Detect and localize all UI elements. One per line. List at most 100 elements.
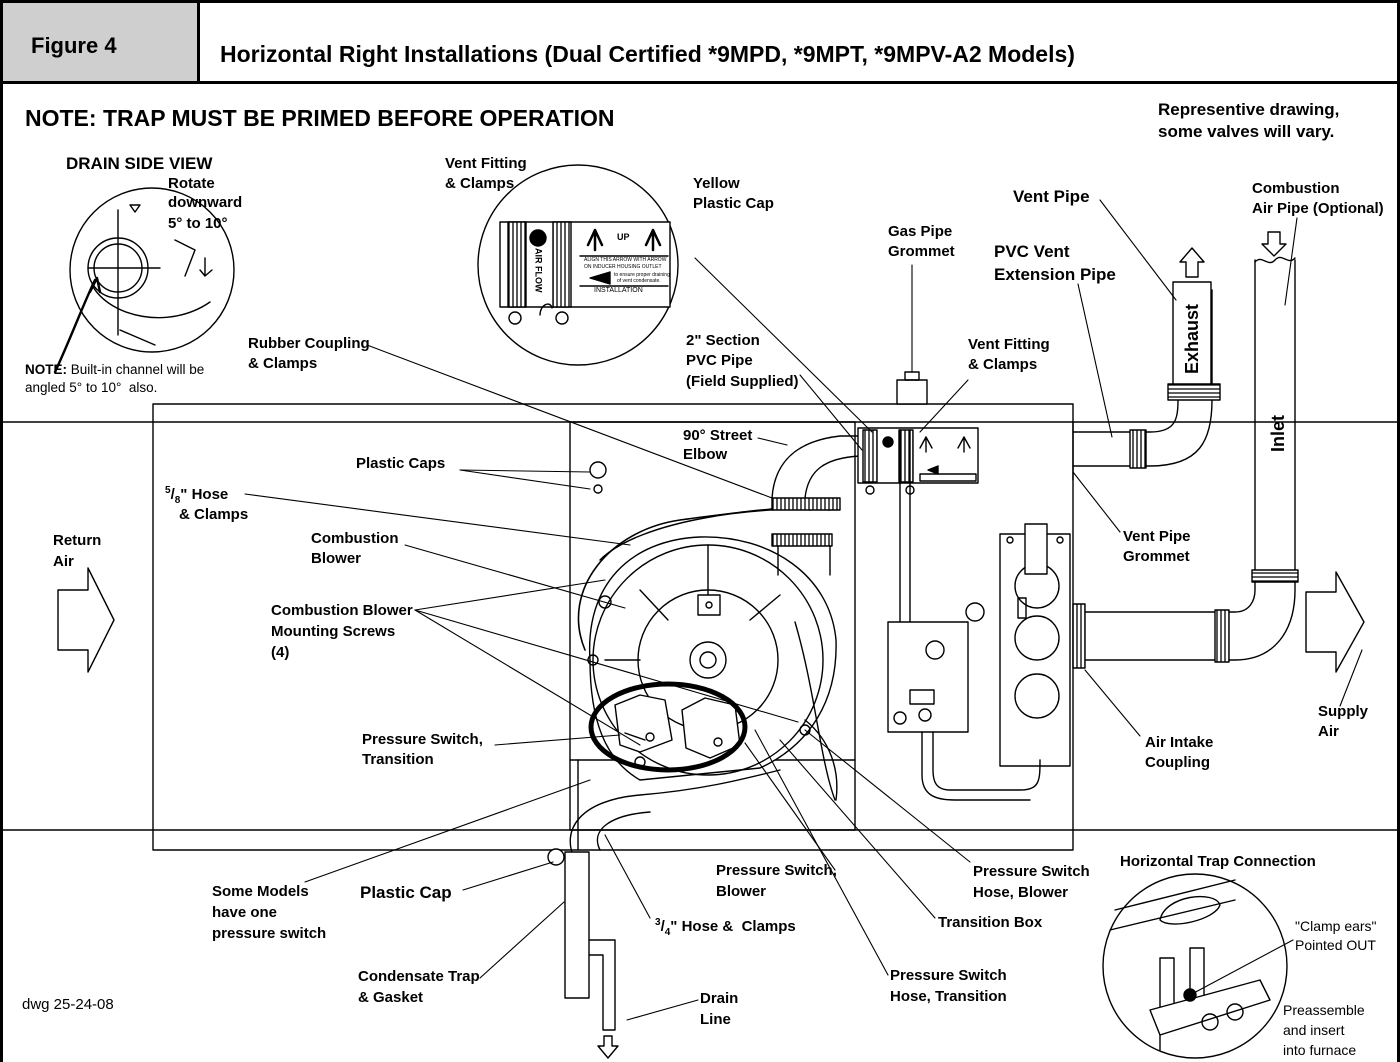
- trap-priming-note: NOTE: TRAP MUST BE PRIMED BEFORE OPERATI…: [25, 105, 615, 131]
- label-vent-grommet-2: Grommet: [1123, 548, 1190, 565]
- label-plastic-caps: Plastic Caps: [356, 455, 446, 472]
- label-vent-fitting-mid-2: & Clamps: [968, 356, 1038, 373]
- drain-side-view: [53, 187, 235, 374]
- label-mounting-screws-2: Mounting Screws: [271, 623, 396, 640]
- label-horizontal-trap: Horizontal Trap Connection: [1120, 853, 1316, 870]
- label-ps-hose-blower-1: Pressure Switch: [973, 863, 1090, 880]
- label-some-models-3: pressure switch: [212, 925, 327, 942]
- label-combustion-blower-2: Blower: [311, 550, 362, 567]
- vent-pipe-exhaust: [1072, 247, 1221, 481]
- label-ps-transition-2: Transition: [362, 751, 434, 768]
- label-2in-section-1: 2" Section: [686, 332, 760, 349]
- label-vent-fitting-mid-1: Vent Fitting: [968, 336, 1050, 353]
- label-vent-fitting-top-2: & Clamps: [445, 175, 515, 192]
- label-street-elbow-1: 90° Street: [683, 427, 753, 444]
- figure-number-tab: Figure 4: [0, 0, 200, 84]
- vent-detail-installation: INSTALLATION: [594, 287, 643, 294]
- drain-side-view-title: DRAIN SIDE VIEW: [66, 154, 213, 173]
- note-text: Built-in channel will be: [67, 362, 205, 377]
- label-ps-hose-transition-1: Pressure Switch: [890, 967, 1007, 984]
- leader-lines: [244, 199, 1363, 1021]
- hose-34-rest: " Hose & Clamps: [670, 918, 796, 935]
- label-ps-blower-1: Pressure Switch,: [716, 862, 837, 879]
- label-vent-pipe: Vent Pipe: [1013, 187, 1090, 206]
- vent-detail-align: ALIGN THIS ARROW WITH ARROW: [584, 257, 667, 263]
- label-gas-grommet-2: Grommet: [888, 243, 955, 260]
- label-2in-section-3: (Field Supplied): [686, 373, 799, 390]
- representative-drawing-line2: some valves will vary.: [1158, 122, 1335, 141]
- vent-detail-inducer: ON INDUCER HOUSING OUTLET: [584, 264, 662, 270]
- label-2in-section-2: PVC Pipe: [686, 352, 753, 369]
- label-transition-box: Transition Box: [938, 914, 1043, 931]
- label-ps-hose-transition-2: Hose, Transition: [890, 988, 1007, 1005]
- gas-valve: [887, 429, 1041, 801]
- return-air-arrow: [57, 567, 115, 673]
- label-supply-air-2: Air: [1318, 723, 1339, 740]
- hose-three-quarter: [569, 769, 781, 861]
- rotate-label-line2: downward: [168, 194, 243, 211]
- label-yellow-cap-2: Plastic Cap: [693, 195, 774, 212]
- label-clamp-ears-1: "Clamp ears": [1295, 918, 1377, 934]
- label-drain-line-2: Line: [700, 1011, 731, 1028]
- label-rubber-coupling-2: & Clamps: [248, 355, 318, 372]
- label-combustion-blower-1: Combustion: [311, 530, 399, 547]
- label-inlet: Inlet: [1268, 414, 1288, 452]
- label-pvc-ext-1: PVC Vent: [994, 242, 1070, 261]
- label-street-elbow-2: Elbow: [683, 446, 728, 463]
- label-hose-58: 5/8" Hose: [165, 485, 229, 506]
- label-condensate-trap-2: & Gasket: [358, 989, 424, 1006]
- label-ps-transition-1: Pressure Switch,: [362, 731, 483, 748]
- figure-number: Figure 4: [31, 33, 117, 58]
- vent-detail-airflow: AIR FLOW: [533, 248, 544, 293]
- hose-58-den: 8: [174, 495, 181, 506]
- figure-title: Horizontal Right Installations (Dual Cer…: [220, 41, 1075, 67]
- label-preassemble-2: and insert: [1283, 1022, 1345, 1038]
- label-exhaust: Exhaust: [1182, 303, 1202, 374]
- condensate-trap: [547, 848, 619, 1059]
- label-mounting-screws-3: (4): [271, 644, 290, 661]
- label-gas-grommet-1: Gas Pipe: [888, 223, 953, 240]
- label-vent-grommet-1: Vent Pipe: [1123, 528, 1191, 545]
- plastic-cap-2: [593, 484, 603, 494]
- label-some-models-1: Some Models: [212, 883, 309, 900]
- label-supply-air-1: Supply: [1318, 703, 1369, 720]
- combustion-air-inlet-pipe: [1072, 231, 1299, 669]
- vent-detail-up: UP: [617, 232, 630, 242]
- hose-34-den: 4: [664, 927, 671, 938]
- blower-compartment: [569, 421, 856, 831]
- label-mounting-screws-1: Combustion Blower: [271, 602, 413, 619]
- label-plastic-cap: Plastic Cap: [360, 883, 452, 902]
- built-in-channel-note-line2: angled 5° to 10° also.: [25, 380, 158, 395]
- horizontal-trap-detail: [1102, 873, 1288, 1059]
- vent-detail-ensure: to ensure proper draining: [614, 272, 670, 278]
- gas-pipe-grommet: [896, 379, 928, 405]
- hose-34-num: 3: [655, 917, 661, 928]
- label-some-models-2: have one: [212, 904, 278, 921]
- label-condensate-trap-1: Condensate Trap: [358, 968, 480, 985]
- drawing-number: dwg 25-24-08: [22, 996, 114, 1013]
- plastic-cap-1: [589, 461, 607, 479]
- figure-title-box: Horizontal Right Installations (Dual Cer…: [197, 0, 1400, 84]
- label-combustion-air-2: Air Pipe (Optional): [1252, 200, 1384, 217]
- label-yellow-cap-1: Yellow: [693, 175, 740, 192]
- label-return-air-2: Air: [53, 553, 74, 570]
- rotate-label-line1: Rotate: [168, 175, 215, 192]
- label-drain-line-1: Drain: [700, 990, 739, 1007]
- label-pvc-ext-2: Extension Pipe: [994, 265, 1116, 284]
- rotate-label-line3: 5° to 10°: [168, 215, 228, 232]
- label-hose-34: 3/4" Hose & Clamps: [655, 917, 796, 938]
- label-air-intake-2: Coupling: [1145, 754, 1210, 771]
- hose-58-rest: " Hose: [180, 486, 229, 503]
- label-preassemble-3: into furnace: [1283, 1042, 1357, 1058]
- label-preassemble-1: Preassemble: [1283, 1002, 1365, 1018]
- supply-air-arrow: [1305, 571, 1365, 673]
- label-vent-fitting-top-1: Vent Fitting: [445, 155, 527, 172]
- figure-frame: [0, 84, 1400, 1062]
- hose-58-num: 5: [165, 485, 171, 496]
- label-ps-blower-2: Blower: [716, 883, 767, 900]
- built-in-channel-note: NOTE: Built-in channel will be: [25, 362, 204, 378]
- label-hose-58-line2: & Clamps: [179, 506, 249, 523]
- note-prefix: NOTE:: [25, 362, 67, 377]
